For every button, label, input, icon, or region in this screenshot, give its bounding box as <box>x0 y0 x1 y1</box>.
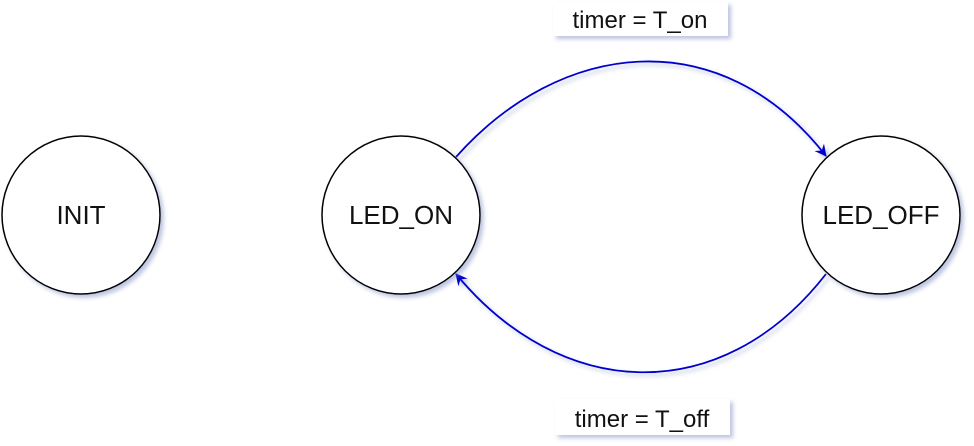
edge-label-bg-bottom <box>555 399 730 435</box>
transition-label-timer-on: timer = T_on <box>573 7 708 34</box>
state-init[interactable]: INIT <box>1 135 161 295</box>
state-led-off[interactable]: LED_OFF <box>801 135 961 295</box>
state-led-off-circle <box>801 135 961 295</box>
state-led-on-label: LED_ON <box>349 200 453 230</box>
transition-led-on-to-led-off: timer = T_on <box>455 2 827 158</box>
transition-led-off-to-led-on: timer = T_off <box>455 273 827 435</box>
edge-led-on-to-led-off <box>455 60 827 158</box>
edge-label-bg-top <box>553 2 728 36</box>
state-led-on-circle <box>321 135 481 295</box>
state-led-on[interactable]: LED_ON <box>321 135 481 295</box>
transition-label-timer-off: timer = T_off <box>575 406 710 433</box>
state-led-off-label: LED_OFF <box>822 200 939 230</box>
edge-led-off-to-led-on <box>455 273 827 374</box>
state-init-circle <box>1 135 161 295</box>
state-init-label: INIT <box>56 200 105 230</box>
